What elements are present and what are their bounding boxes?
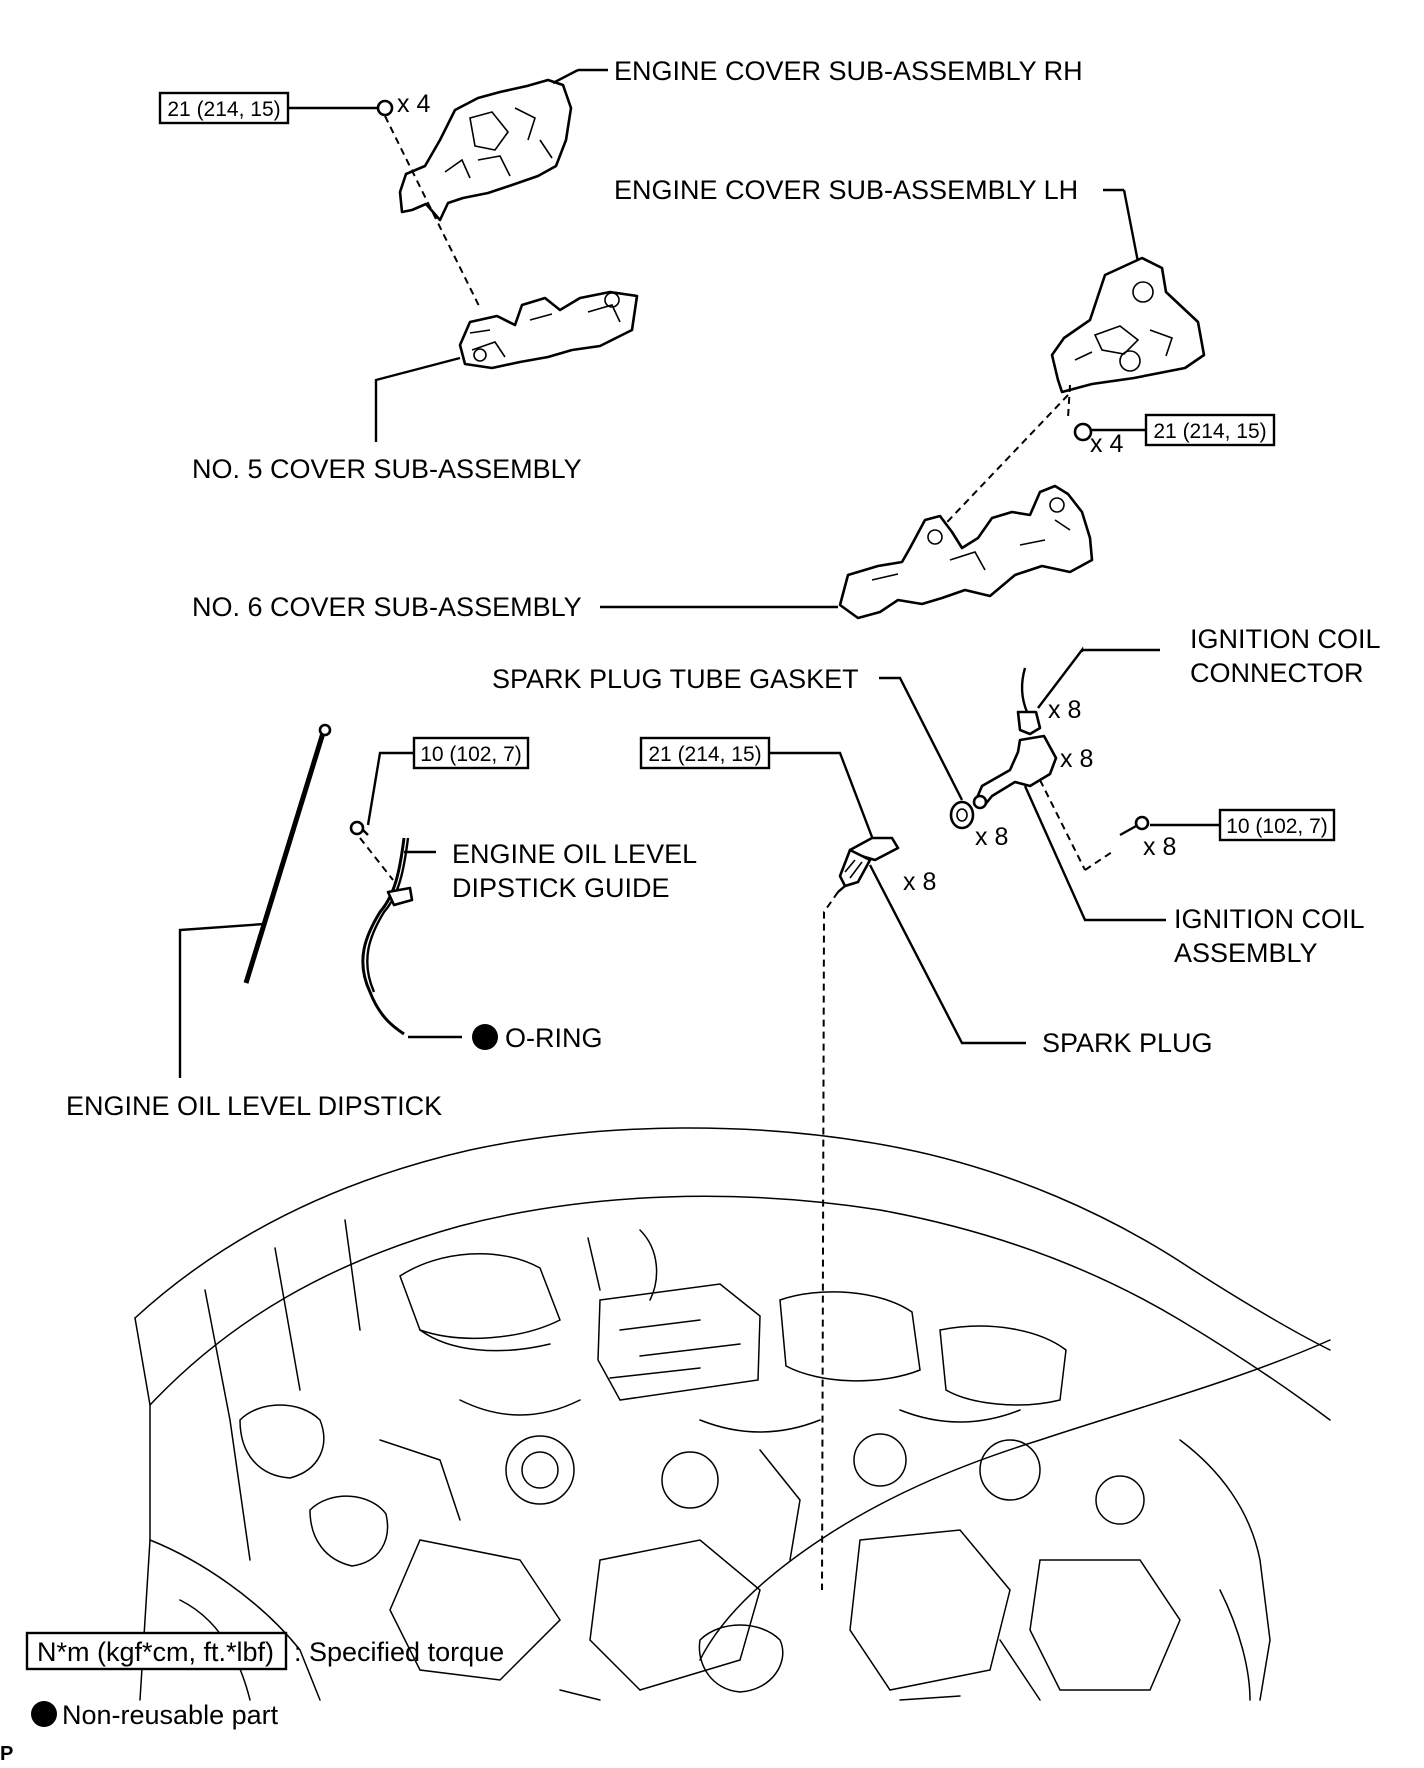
- torque-coil-bolt-text: 10 (102, 7): [1226, 815, 1328, 838]
- label-engine-cover-lh: ENGINE COVER SUB-ASSEMBLY LH: [614, 175, 1078, 205]
- torque-box-dipstick-guide: 10 (102, 7): [412, 736, 530, 770]
- legend-non-reusable-text: Non-reusable part: [62, 1700, 279, 1730]
- legend-non-reusable-dot-icon: [31, 1701, 57, 1727]
- non-reusable-dot-icon: [472, 1024, 498, 1050]
- torque-spark-plug-text: 21 (214, 15): [648, 743, 761, 766]
- label-dipstick: ENGINE OIL LEVEL DIPSTICK: [66, 1091, 442, 1121]
- qty-coil-bolt: x 8: [1143, 833, 1176, 861]
- label-no5-cover: NO. 5 COVER SUB-ASSEMBLY: [192, 454, 582, 484]
- engine-cover-lh-part: [1050, 256, 1206, 394]
- torque-dipstick-guide-text: 10 (102, 7): [420, 743, 522, 766]
- label-ignition-coil-assembly-2: ASSEMBLY: [1174, 938, 1318, 968]
- label-dipstick-guide-1: ENGINE OIL LEVEL: [452, 839, 697, 869]
- label-engine-cover-rh: ENGINE COVER SUB-ASSEMBLY RH: [614, 56, 1083, 86]
- legend-non-reusable: Non-reusable part: [31, 1700, 279, 1730]
- coil-bolt-icon: [1119, 815, 1150, 837]
- spark-plug-part: [837, 836, 900, 893]
- label-no6-cover: NO. 6 COVER SUB-ASSEMBLY: [192, 592, 582, 622]
- dipstick-guide-part: [361, 837, 414, 1036]
- legend-specified-torque: N*m (kgf*cm, ft.*lbf) : Specified torque: [25, 1631, 504, 1671]
- dipstick-guide-bolt-icon: [349, 820, 369, 836]
- qty-spark-plug: x 8: [903, 868, 936, 896]
- torque-box-coil-bolt: 10 (102, 7): [1218, 808, 1336, 842]
- torque-box-cover-lh: 21 (214, 15): [1144, 413, 1276, 447]
- label-ignition-coil-assembly-1: IGNITION COIL: [1174, 904, 1365, 934]
- torque-box-spark-plug: 21 (214, 15): [639, 736, 771, 770]
- legend-torque-text: : Specified torque: [294, 1637, 504, 1667]
- qty-gasket: x 8: [975, 823, 1008, 851]
- ignition-coil-part: [972, 734, 1058, 810]
- label-ignition-coil-connector-1: IGNITION COIL: [1190, 624, 1381, 654]
- engine-compartment-illustration: [134, 1127, 1331, 1701]
- legend-torque-box-text: N*m (kgf*cm, ft.*lbf): [37, 1637, 274, 1667]
- torque-cover-rh-text: 21 (214, 15): [167, 98, 280, 121]
- qty-cover-rh-nut: x 4: [397, 90, 430, 118]
- label-o-ring: O-RING: [505, 1023, 603, 1053]
- engine-cover-rh-part: [398, 78, 573, 222]
- label-ignition-coil-connector-2: CONNECTOR: [1190, 658, 1364, 688]
- cover-lh-nut-icon: [1073, 422, 1093, 442]
- label-spark-plug-tube-gasket: SPARK PLUG TUBE GASKET: [492, 664, 859, 694]
- dipstick-part: [243, 723, 332, 984]
- qty-coil: x 8: [1060, 745, 1093, 773]
- no6-cover-part: [838, 484, 1094, 620]
- torque-cover-lh-text: 21 (214, 15): [1153, 420, 1266, 443]
- label-dipstick-guide-2: DIPSTICK GUIDE: [452, 873, 670, 903]
- label-spark-plug: SPARK PLUG: [1042, 1028, 1213, 1058]
- gasket-icon: [949, 800, 975, 830]
- torque-box-cover-rh: 21 (214, 15): [158, 91, 290, 125]
- qty-cover-lh-nut: x 4: [1090, 430, 1123, 458]
- corner-mark: P: [0, 1743, 13, 1763]
- cover-rh-nut-icon: [376, 99, 394, 117]
- qty-connector: x 8: [1048, 696, 1081, 724]
- no5-cover-part: [458, 290, 639, 370]
